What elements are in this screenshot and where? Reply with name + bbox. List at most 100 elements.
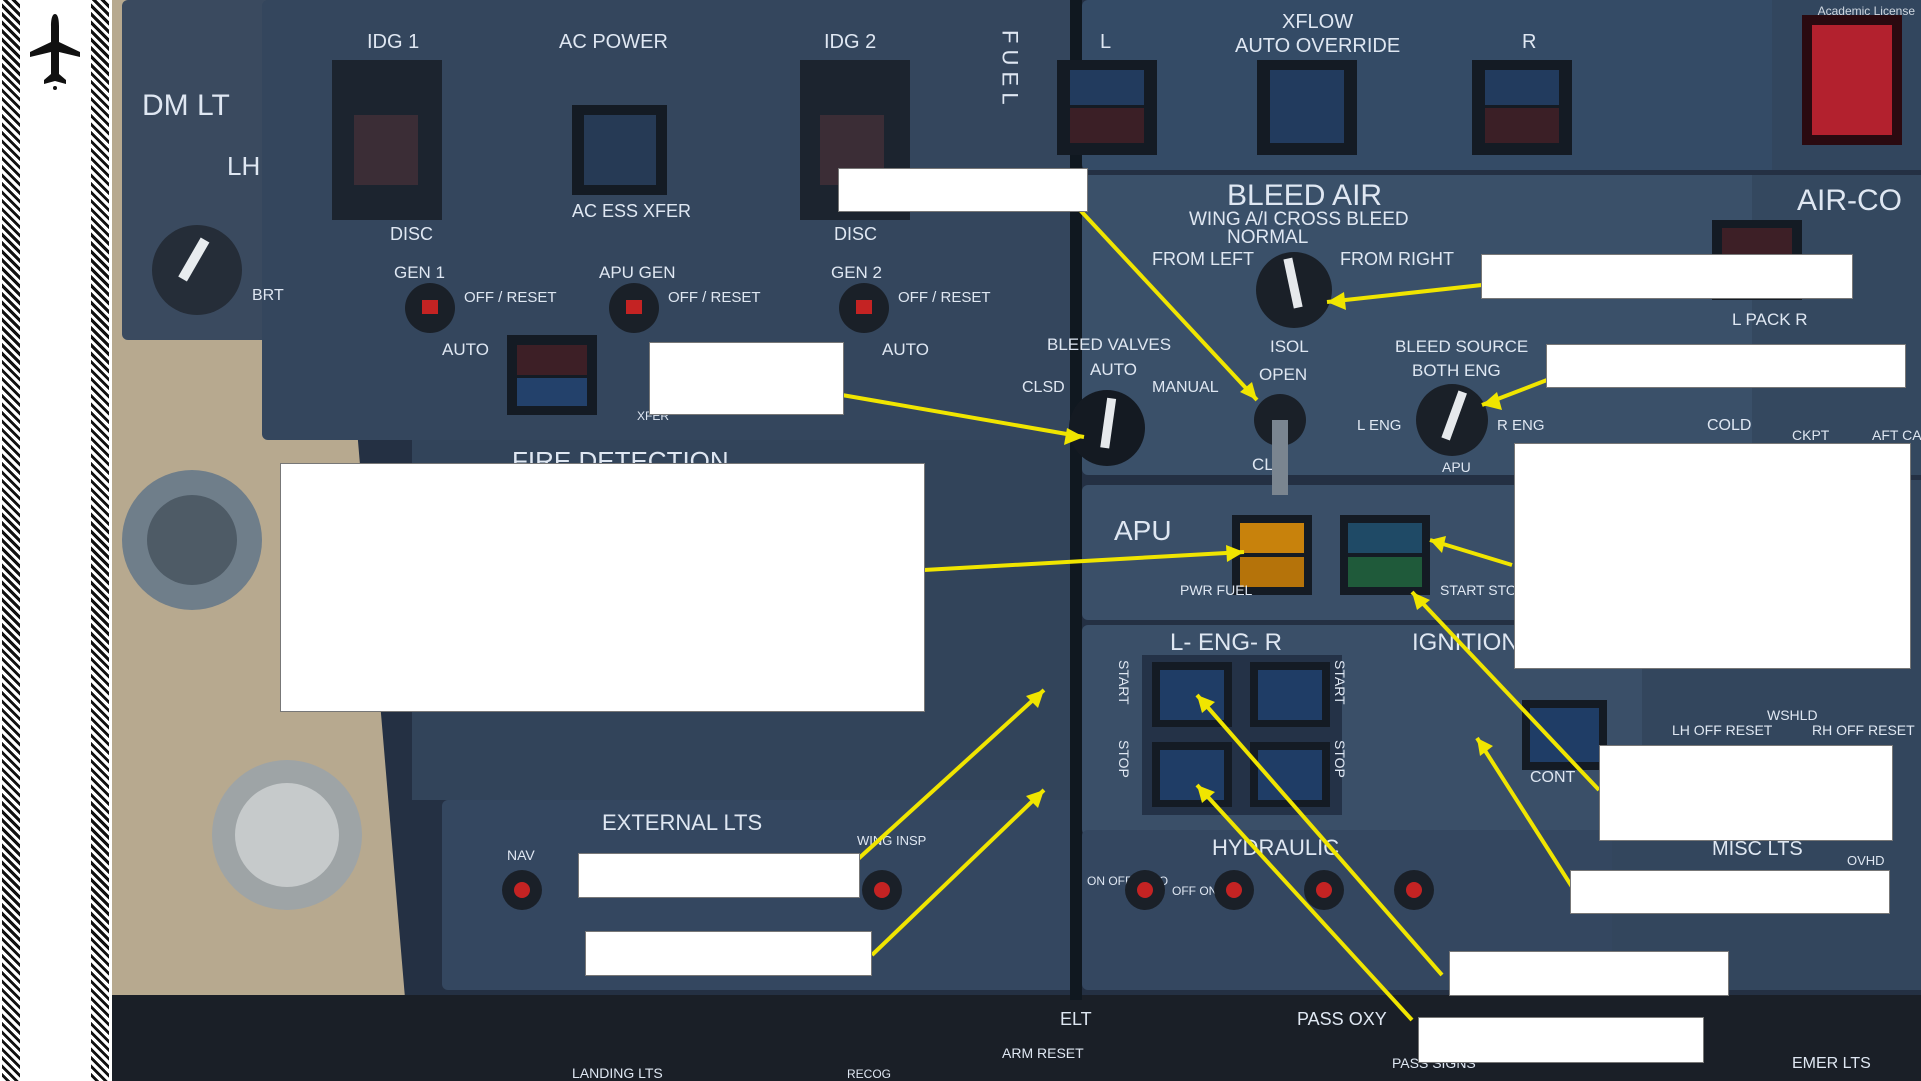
disc-right-label: DISC — [834, 224, 877, 244]
l-eng-label: L ENG — [1357, 417, 1401, 434]
fuel-module — [1082, 0, 1782, 170]
stop-left-label: STOP — [1116, 740, 1132, 778]
callout-apu-start-stop — [1514, 443, 1911, 669]
wing-insp-label: WING INSP — [857, 833, 926, 848]
leader-cont — [1475, 736, 1576, 892]
idg1-label: IDG 1 — [367, 31, 419, 53]
leader-eng-start-left — [855, 688, 1046, 862]
auto-1-label: AUTO — [442, 340, 489, 359]
fuel-l-label: L — [1100, 31, 1111, 53]
emer-lts-label: EMER LTS — [1792, 1055, 1871, 1072]
clsd-label: CLSD — [1022, 379, 1065, 396]
elt-label: ELT — [1060, 1009, 1092, 1029]
both-eng-label: BOTH ENG — [1412, 361, 1501, 380]
idg2-label: IDG 2 — [824, 31, 876, 53]
ovhd-label: OVHD — [1847, 853, 1885, 868]
pass-oxy-label: PASS OXY — [1297, 1009, 1387, 1029]
misc-lts-label: MISC LTS — [1712, 838, 1803, 860]
bleed-source-label: BLEED SOURCE — [1395, 337, 1528, 356]
arm-reset-label: ARM RESET — [1002, 1045, 1084, 1061]
dimmer-knob[interactable] — [152, 225, 242, 315]
external-lts-label: EXTERNAL LTS — [602, 810, 762, 835]
callout-isol-valve — [838, 168, 1088, 212]
l-eng-r-label: L- ENG- R — [1170, 629, 1282, 656]
ac-power-label: AC POWER — [559, 31, 668, 53]
callout-eng-stop-right — [1418, 1017, 1704, 1063]
callout-lines — [841, 208, 1601, 1022]
fuel-r-label: R — [1522, 31, 1536, 53]
open-label: OPEN — [1259, 365, 1307, 384]
cl-label: CL — [1252, 455, 1274, 474]
apu-label: APU — [1114, 515, 1172, 546]
bleed-air-label: BLEED AIR — [1227, 179, 1382, 212]
wing-ai-cross-bleed-label: WING A/I CROSS BLEED — [1189, 209, 1409, 230]
disc-left-label: DISC — [390, 224, 433, 244]
ignition-label: IGNITION — [1412, 629, 1519, 656]
off-reset-2-label: OFF / RESET — [668, 289, 761, 306]
r-eng-label: R ENG — [1497, 417, 1545, 434]
ckpt-label: CKPT — [1792, 427, 1830, 443]
air-cond-label: AIR-CO — [1797, 184, 1902, 217]
start-stop-label: START STOP — [1440, 582, 1526, 598]
recog-label: RECOG — [847, 1067, 891, 1081]
airplane-icon — [30, 14, 80, 90]
leader-bleed-air — [1326, 283, 1483, 304]
pack-label: L PACK R — [1732, 310, 1808, 329]
lh-off-reset-label: LH OFF RESET — [1672, 722, 1773, 738]
apu-gen-label: APU GEN — [599, 263, 676, 282]
leader-eng-stop-left — [870, 788, 1046, 957]
landing-lts-label: LANDING LTS — [572, 1065, 663, 1081]
nav-label: NAV — [507, 847, 535, 863]
stop-right-label: STOP — [1332, 740, 1348, 778]
cold-label: COLD — [1707, 417, 1751, 434]
callout-bleed-source-selector — [1546, 344, 1906, 388]
leader-isol — [1078, 208, 1259, 402]
leader-bleed-valves — [841, 393, 1085, 439]
callout-eng-start-left — [578, 853, 860, 898]
leader-eng-start-right — [1195, 693, 1444, 977]
bleed-air-module — [1082, 175, 1762, 475]
leader-eng-stop-right — [1195, 783, 1414, 1022]
callout-ignition-cont — [1570, 870, 1890, 914]
leader-apu-pwr — [923, 550, 1245, 572]
auto-3-label: AUTO — [882, 340, 929, 359]
bv-auto-label: AUTO — [1090, 360, 1137, 379]
callout-start-stop-switch — [1599, 745, 1893, 841]
manual-label: MANUAL — [1152, 379, 1219, 396]
pwr-fuel-label: PWR FUEL — [1180, 582, 1253, 598]
gen1-label: GEN 1 — [394, 263, 445, 282]
start-right-label: START — [1332, 660, 1348, 705]
normal-label: NORMAL — [1227, 227, 1308, 248]
sidebar — [0, 0, 112, 1081]
start-left-label: START — [1116, 660, 1132, 705]
lh-label: LH — [227, 151, 260, 181]
rh-off-reset-label: RH OFF RESET — [1812, 722, 1915, 738]
cont-label: CONT — [1530, 769, 1576, 786]
isol-label: ISOL — [1270, 337, 1309, 356]
fuel-label: F U E L — [998, 30, 1023, 105]
apu-short-label: APU — [1442, 459, 1471, 475]
callout-eng-stop-left — [585, 931, 872, 976]
callout-bleed-air-selector — [1481, 254, 1853, 299]
callout-arrowheads — [1026, 292, 1502, 808]
dm-lt-label: DM LT — [142, 89, 230, 122]
sidebar-hatch-left — [2, 0, 20, 1081]
leader-start-stop — [1410, 590, 1601, 792]
ac-ess-xfer-label: AC ESS XFER — [572, 201, 691, 221]
callout-apu-pwr-fuel — [280, 463, 925, 712]
bleed-valves-label: BLEED VALVES — [1047, 335, 1171, 354]
brt-label: BRT — [252, 287, 284, 304]
callout-bleed-valves-selector — [649, 342, 844, 415]
off-reset-1-label: OFF / RESET — [464, 289, 557, 306]
hydraulic-module — [1082, 830, 1622, 990]
gen2-label: GEN 2 — [831, 263, 882, 282]
hydraulic-label: HYDRAULIC — [1212, 835, 1339, 860]
xflow-label: XFLOW — [1282, 11, 1353, 33]
sidebar-hatch-right — [91, 0, 109, 1081]
license-watermark: Academic License — [1817, 4, 1915, 18]
off-reset-3-label: OFF / RESET — [898, 289, 991, 306]
from-left-label: FROM LEFT — [1152, 249, 1254, 269]
aft-ca-label: AFT CA — [1872, 427, 1921, 443]
wshld-label: WSHLD — [1767, 707, 1818, 723]
from-right-label: FROM RIGHT — [1340, 249, 1454, 269]
